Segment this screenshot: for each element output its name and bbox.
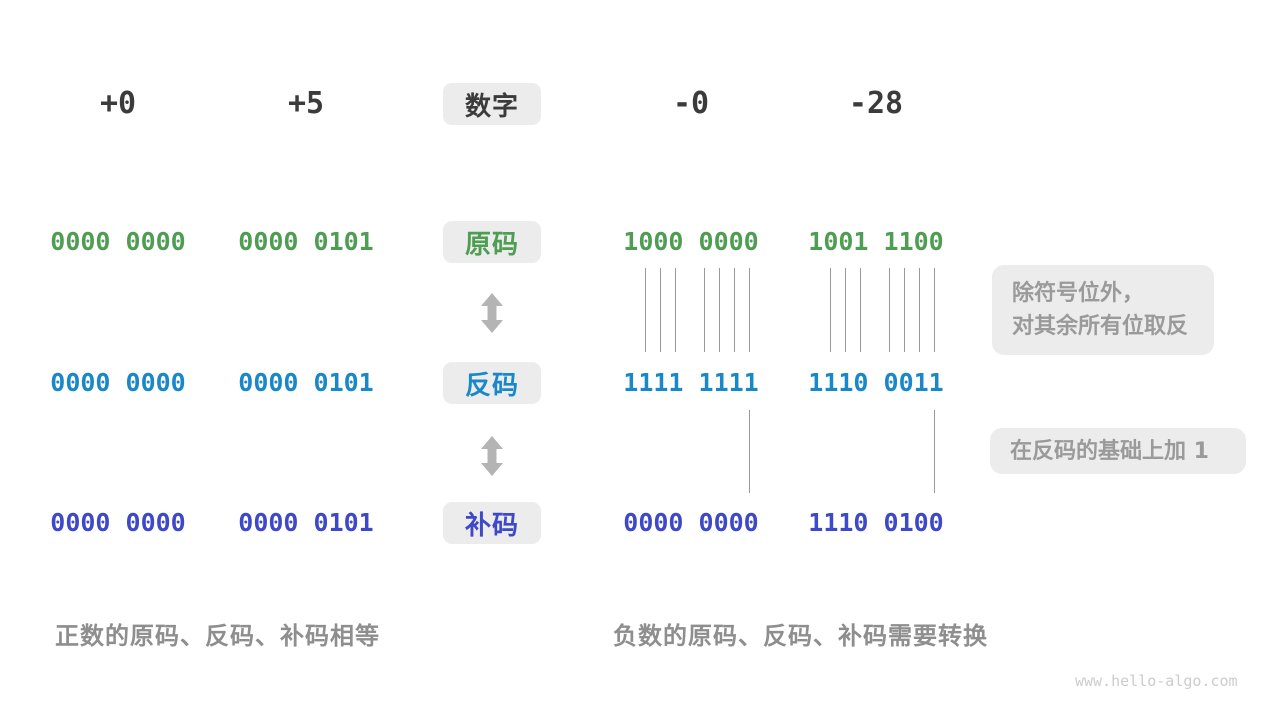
bit-connector-line [704,268,705,352]
bit-connector-line [675,268,676,352]
bit-connector-line [860,268,861,352]
bit-connector-line [749,268,750,352]
sign-magnitude-minus0: 1000 0000 [623,227,759,256]
watermark-url: www.hello-algo.com [1075,672,1238,690]
sign-magnitude-plus5: 0000 0101 [238,227,374,256]
add-one-annotation-text: 在反码的基础上加 1 [1010,438,1209,464]
invert-annotation-line2: 对其余所有位取反 [1012,314,1189,339]
ones-complement-minus0: 1111 1111 [623,368,759,397]
bit-connector-line [919,268,920,352]
bit-connector-line [845,268,846,352]
up-down-arrow-icon [480,436,504,476]
bit-connector-line [719,268,720,352]
bit-connector-line [645,268,646,352]
caption-positive: 正数的原码、反码、补码相等 [55,622,380,650]
invert-annotation: 除符号位外， 对其余所有位取反 [992,265,1214,355]
ones-complement-label: 反码 [443,362,541,404]
ones-complement-plus5: 0000 0101 [238,368,374,397]
bit-connector-line [934,268,935,352]
header-value-plus5: +5 [287,86,325,121]
invert-annotation-line1: 除符号位外， [1012,281,1145,306]
ones-complement-minus28: 1110 0011 [808,368,944,397]
bit-connector-line [904,268,905,352]
up-down-arrow-icon [480,293,504,333]
bit-connector-line [734,268,735,352]
bit-connector-line [660,268,661,352]
sign-magnitude-plus0: 0000 0000 [50,227,186,256]
twos-complement-plus0: 0000 0000 [50,508,186,537]
sign-magnitude-label: 原码 [443,221,541,263]
twos-complement-minus28: 1110 0100 [808,508,944,537]
bit-connector-line [749,410,750,493]
bit-connector-line [934,410,935,493]
header-value-minus28: -28 [848,86,904,121]
ones-complement-plus0: 0000 0000 [50,368,186,397]
bit-connector-line [830,268,831,352]
header-value-plus0: +0 [99,86,137,121]
bit-connector-line [889,268,890,352]
header-label-number: 数字 [443,83,541,125]
twos-complement-minus0: 0000 0000 [623,508,759,537]
add-one-annotation: 在反码的基础上加 1 [990,428,1246,474]
caption-negative: 负数的原码、反码、补码需要转换 [613,622,988,650]
twos-complement-plus5: 0000 0101 [238,508,374,537]
sign-magnitude-minus28: 1001 1100 [808,227,944,256]
twos-complement-label: 补码 [443,502,541,544]
header-value-minus0: -0 [672,86,710,121]
